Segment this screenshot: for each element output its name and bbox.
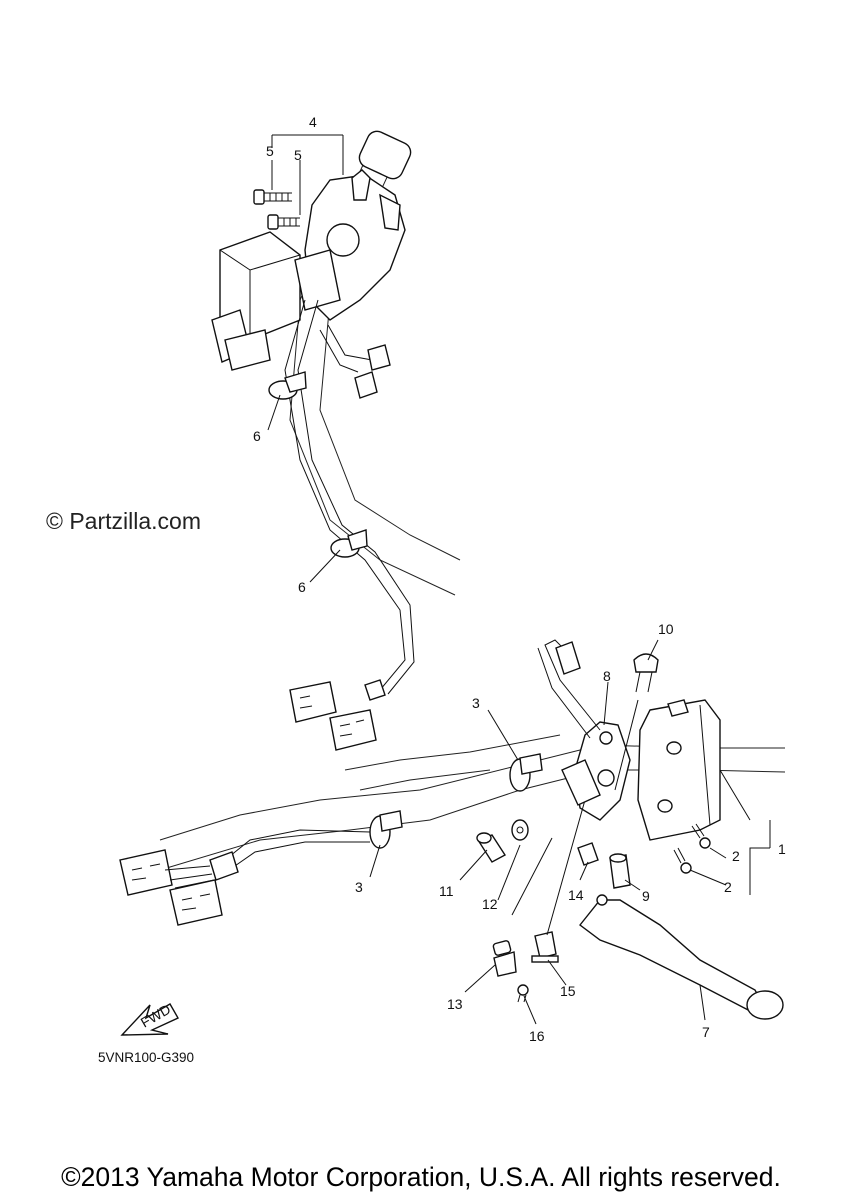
upper-screws [253,189,300,230]
callout-15: 15 [560,983,576,999]
callout-11: 11 [439,883,454,899]
callout-8: 8 [603,668,611,684]
watermark: © Partzilla.com [46,508,201,534]
callout-4: 4 [309,114,317,130]
callout-5b: 5 [294,147,302,163]
callout-3a: 3 [472,695,480,711]
callout-3b: 3 [355,879,363,895]
upper-switch-assembly [294,169,406,321]
small-parts [476,799,631,1003]
callout-6b: 6 [298,579,306,595]
callout-16: 16 [529,1028,545,1044]
clutch-lever [579,894,784,1020]
callout-13: 13 [447,996,463,1012]
lower-switch-assembly [637,699,721,841]
cable-lower [561,759,601,806]
fwd-arrow: FWD [120,1001,179,1036]
switch-screws [673,823,711,874]
callout-1: 1 [778,841,786,857]
callout-14: 14 [568,887,584,903]
callout-2b: 2 [724,879,732,895]
callout-7: 7 [702,1024,710,1040]
callout-labels: 4 5 5 6 6 10 8 3 1 2 2 3 11 14 9 12 15 1… [253,114,786,1044]
leader-lines [267,134,771,1025]
callout-2a: 2 [732,848,740,864]
callout-12: 12 [482,896,498,912]
diagram-code: 5VNR100-G390 [98,1050,195,1065]
callout-9: 9 [642,888,650,904]
relay-box [211,231,301,371]
lower-wiring [119,829,371,926]
callout-10: 10 [658,621,674,637]
callout-5a: 5 [266,143,274,159]
callout-6a: 6 [253,428,261,444]
pivot-bolt [614,653,659,791]
upper-wiring [268,299,415,701]
upper-connectors [289,681,377,751]
copyright-notice: ©2013 Yamaha Motor Corporation, U.S.A. A… [61,1162,781,1192]
clutch-switch-wire [537,639,601,739]
